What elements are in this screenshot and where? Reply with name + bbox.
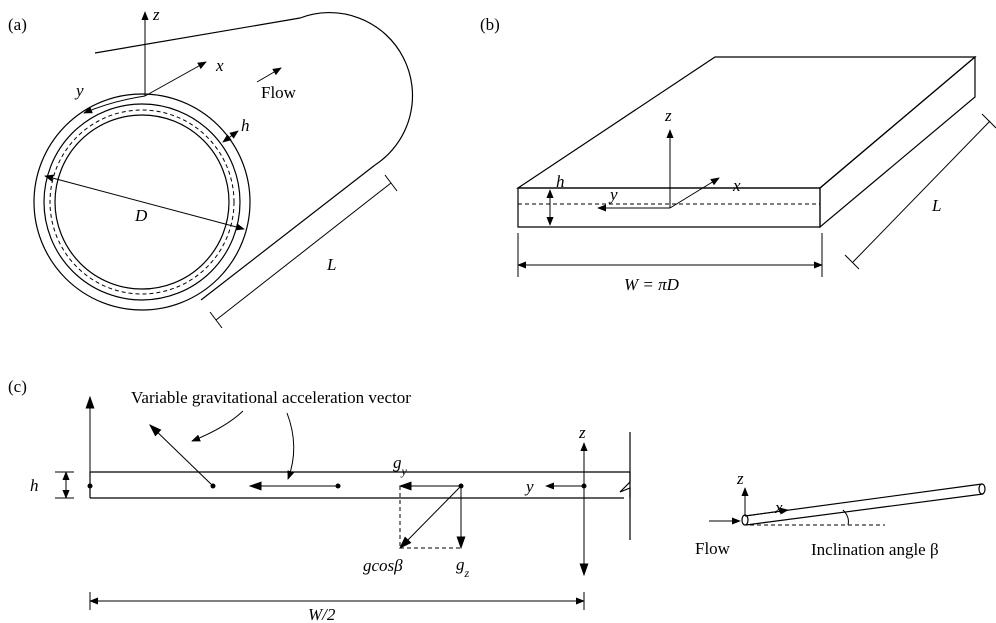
film-break-mark (619, 472, 631, 498)
inset-pipe-end-left (741, 514, 749, 526)
pipe-h-label: h (241, 116, 250, 135)
inset-flow-label: Flow (695, 539, 731, 558)
panel-a-label: (a) (8, 15, 27, 34)
inset-pipe-end-right (978, 483, 986, 495)
pipe-diameter-line (44, 174, 245, 231)
pipe-y-axis (83, 95, 146, 114)
pipe-outer-circle (33, 93, 251, 311)
slab-h-label: h (556, 172, 565, 191)
gravity-caption: Variable gravitational acceleration vect… (131, 388, 411, 407)
slab-y-label: y (608, 185, 618, 204)
inset-angle-arc (842, 509, 849, 526)
gy-label: gy (393, 453, 408, 478)
gcos-label: gcosβ (363, 556, 403, 575)
inset-z-label: z (736, 469, 744, 488)
slab-x-axis (669, 177, 720, 209)
panel-c-label: (c) (8, 377, 27, 396)
panel-b-label: (b) (480, 15, 500, 34)
pipe-flow-arrow (256, 67, 282, 83)
slab-width-label: W = πD (624, 275, 680, 294)
gz-label: gz (456, 555, 470, 580)
slab-length-dim (852, 120, 991, 263)
film-h-label: h (30, 476, 39, 495)
inset-pipe-bottom (745, 493, 984, 526)
slab-side-face (819, 55, 976, 229)
g-total-vector (399, 485, 462, 549)
film-z-label: z (578, 423, 586, 442)
inset-x-axis (744, 507, 789, 517)
slab-x-label: x (732, 176, 741, 195)
pipe-flow-label: Flow (261, 83, 297, 102)
caption-pointer-1 (191, 410, 244, 442)
caption-pointer-2 (286, 412, 295, 480)
half-width-label: W/2 (308, 605, 336, 623)
inset-x-label: x (774, 498, 783, 517)
slab-length-tick-2 (981, 113, 996, 129)
panel-c: (c) Variable gravitational acceleration … (8, 377, 631, 623)
panel-b: (b) z x y h L W = πD (480, 15, 996, 294)
pipe-z-label: z (152, 5, 160, 24)
pipe-top-edge (94, 11, 414, 166)
pipe-x-label: x (215, 56, 224, 75)
panel-a: (a) z x y Flow h D L (8, 5, 414, 329)
pipe-D-label: D (134, 206, 148, 225)
slab-L-label: L (931, 196, 941, 215)
film-y-label: y (524, 477, 534, 496)
pipe-L-label: L (326, 255, 336, 274)
pipe-length-tick-1 (209, 311, 223, 329)
pipe-length-dim (215, 182, 392, 321)
pipe-thickness-arrow (222, 130, 239, 143)
inset-angle-label: Inclination angle β (811, 540, 939, 559)
pipe-x-axis (144, 61, 207, 97)
slab-top-face (516, 56, 977, 189)
gravity-vector-2 (149, 424, 214, 487)
pipe-y-label: y (74, 81, 84, 100)
pipe-bottom-edge (200, 164, 376, 301)
slab-length-tick-1 (844, 254, 860, 270)
slab-z-label: z (664, 106, 672, 125)
pipe-length-tick-2 (384, 174, 398, 192)
inset-inclined-pipe: z x Flow Inclination angle β (695, 469, 986, 559)
